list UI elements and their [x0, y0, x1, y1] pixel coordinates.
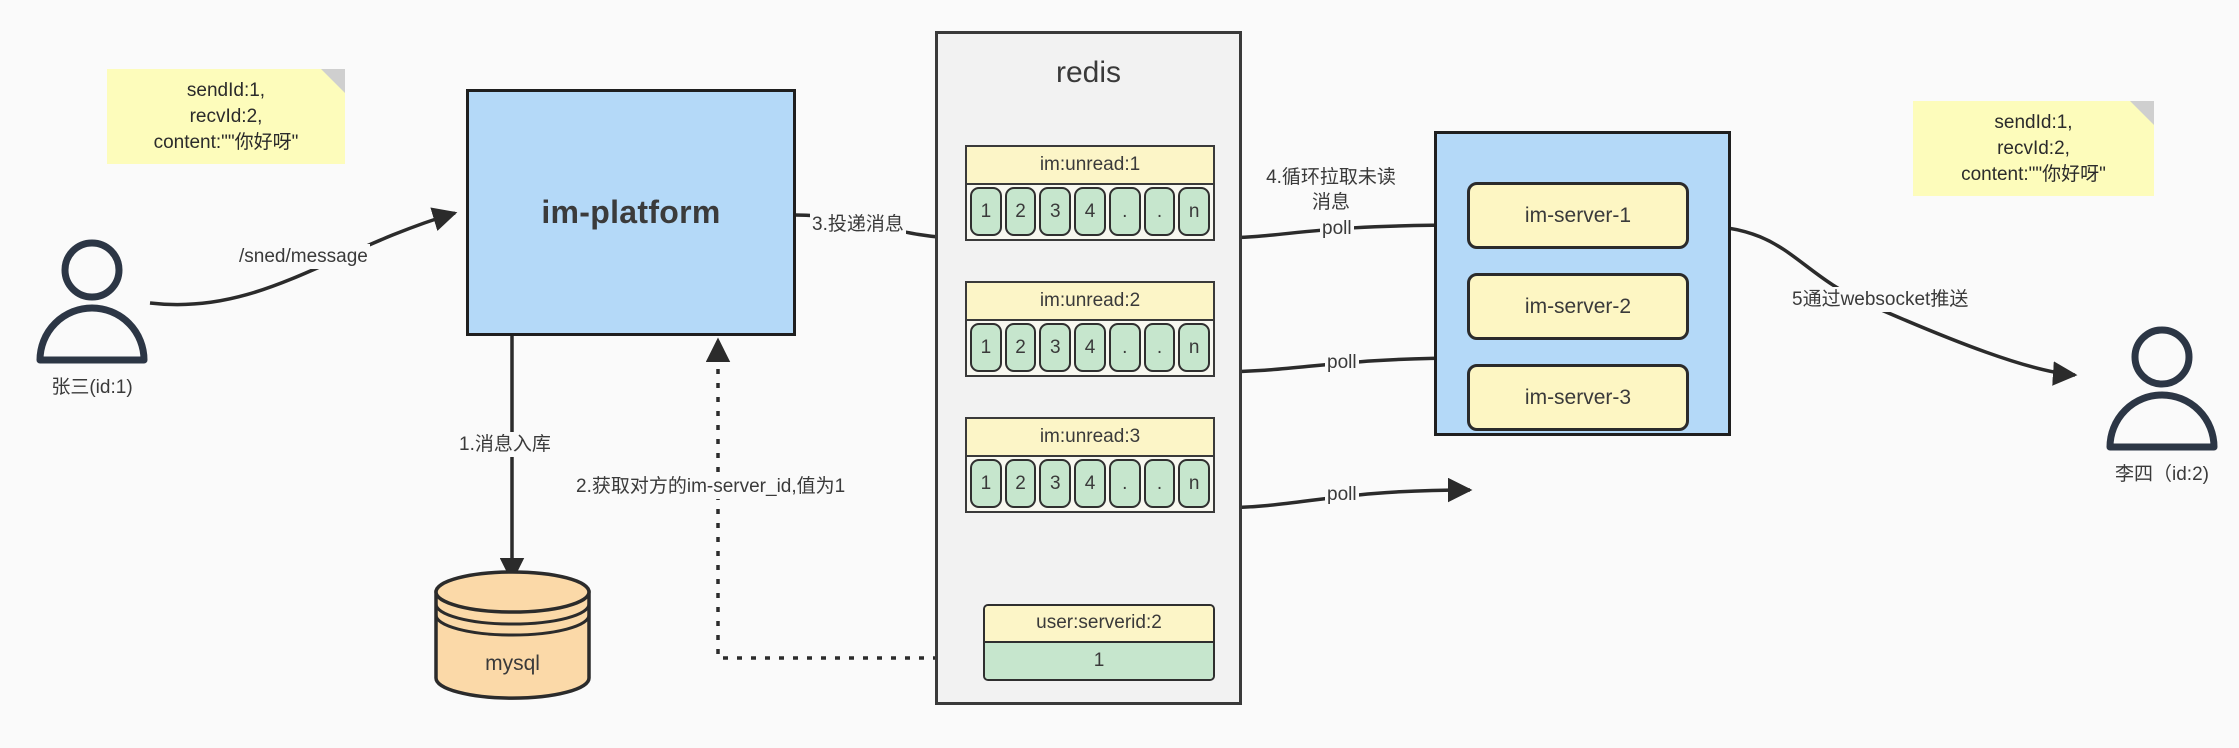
actor-receiver-label: 李四（id:2): [2115, 464, 2209, 485]
edge-label-step1: 1.消息入库: [457, 432, 553, 457]
redis-cell[interactable]: n: [1178, 459, 1211, 508]
edge-label-poll-2: poll: [1325, 350, 1359, 375]
redis-cell[interactable]: .: [1143, 459, 1176, 508]
edge-label-step5: 5通过websocket推送: [1790, 287, 1971, 312]
redis-key-label: im:unread:1: [967, 147, 1213, 185]
service-im-platform[interactable]: im-platform: [466, 89, 796, 336]
user-icon: [2106, 326, 2218, 451]
actor-receiver: [2092, 325, 2232, 455]
redis-list-im-unread-1[interactable]: im:unread:1 1 2 3 4 . . n: [965, 145, 1215, 241]
im-server-3-label: im-server-3: [1524, 385, 1632, 409]
edge-label-send-message: /sned/message: [237, 244, 370, 269]
redis-cell[interactable]: .: [1108, 187, 1141, 236]
redis-cell[interactable]: n: [1178, 187, 1211, 236]
service-im-server-1[interactable]: im-server-1: [1467, 182, 1689, 249]
redis-cell[interactable]: .: [1143, 187, 1176, 236]
redis-cells: 1 2 3 4 . . n: [970, 323, 1211, 372]
redis-cell[interactable]: 4: [1074, 459, 1106, 508]
edge-label-poll-3: poll: [1325, 482, 1359, 507]
note-left-message-payload: sendId:1, recvId:2, content:""你好呀": [107, 69, 345, 164]
database-cylinder-icon: [434, 570, 591, 700]
edge-label-step3: 3.投递消息: [810, 212, 906, 237]
datastore-redis[interactable]: redis im:unread:1 1 2 3 4 . . n im:unrea…: [935, 31, 1242, 705]
redis-list-im-unread-2[interactable]: im:unread:2 1 2 3 4 . . n: [965, 281, 1215, 377]
im-server-1-label: im-server-1: [1524, 203, 1632, 227]
redis-title: redis: [1055, 56, 1122, 89]
redis-cell[interactable]: n: [1178, 323, 1211, 372]
user-icon: [36, 239, 148, 364]
redis-cell[interactable]: .: [1108, 459, 1141, 508]
redis-cells: 1 2 3 4 . . n: [970, 187, 1211, 236]
actor-sender-label: 张三(id:1): [51, 377, 133, 398]
redis-cell[interactable]: 3: [1039, 323, 1072, 372]
edge-label-step4: 4.循环拉取未读消息: [1255, 165, 1407, 215]
note-left-line2: recvId:2,: [189, 105, 263, 127]
redis-cell[interactable]: 2: [1004, 459, 1037, 508]
redis-kv-value: 1: [985, 642, 1213, 679]
redis-kv-key: user:serverid:2: [985, 606, 1213, 643]
redis-cell[interactable]: 2: [1004, 187, 1037, 236]
redis-cell[interactable]: 4: [1074, 187, 1106, 236]
redis-cell[interactable]: .: [1143, 323, 1176, 372]
edge-label-step2: 2.获取对方的im-server_id,值为1: [574, 474, 848, 499]
im-platform-label: im-platform: [541, 194, 721, 230]
note-right-message-payload: sendId:1, recvId:2, content:""你好呀": [1913, 101, 2154, 196]
redis-cell[interactable]: 4: [1074, 323, 1106, 372]
redis-cell[interactable]: 2: [1004, 323, 1037, 372]
service-im-server-3[interactable]: im-server-3: [1467, 364, 1689, 431]
service-im-server-2[interactable]: im-server-2: [1467, 273, 1689, 340]
redis-list-im-unread-3[interactable]: im:unread:3 1 2 3 4 . . n: [965, 417, 1215, 513]
edge-label-poll-1: poll: [1320, 216, 1354, 241]
redis-kv-user-serverid[interactable]: user:serverid:2 1: [983, 604, 1215, 681]
redis-cell[interactable]: 1: [970, 323, 1002, 372]
note-left-line1: sendId:1,: [186, 79, 266, 101]
mysql-label: mysql: [485, 652, 540, 675]
im-server-2-label: im-server-2: [1524, 294, 1632, 318]
redis-cell[interactable]: 3: [1039, 187, 1072, 236]
note-right-line3: content:""你好呀": [1961, 163, 2106, 185]
datastore-mysql[interactable]: mysql: [430, 570, 595, 700]
note-fold-icon: [321, 69, 345, 93]
redis-cells: 1 2 3 4 . . n: [970, 459, 1211, 508]
redis-cell[interactable]: .: [1108, 323, 1141, 372]
redis-key-label: im:unread:2: [967, 283, 1213, 321]
note-right-line2: recvId:2,: [1997, 137, 2070, 159]
note-left-line3: content:""你好呀": [153, 131, 299, 153]
note-right-line1: sendId:1,: [1994, 111, 2073, 133]
redis-cell[interactable]: 1: [970, 187, 1002, 236]
redis-cell[interactable]: 3: [1039, 459, 1072, 508]
redis-key-label: im:unread:3: [967, 419, 1213, 457]
actor-sender: [22, 238, 162, 368]
note-fold-icon: [2130, 101, 2154, 125]
redis-cell[interactable]: 1: [970, 459, 1002, 508]
